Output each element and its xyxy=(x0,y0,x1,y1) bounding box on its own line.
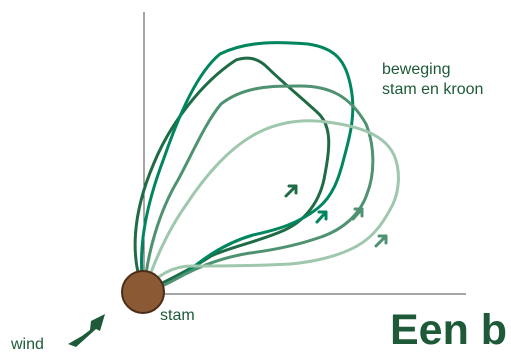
motion-arrow-3 xyxy=(351,207,364,221)
crown-outline-3 xyxy=(142,84,375,294)
stem-circle xyxy=(121,270,165,314)
stem-label: stam xyxy=(160,307,195,324)
crown-outline-4 xyxy=(142,119,400,293)
crown-outline-2 xyxy=(140,41,355,294)
motion-arrow-2 xyxy=(315,210,328,224)
motion-label-line-1: beweging xyxy=(382,61,451,78)
title-fragment: Een b xyxy=(390,306,508,354)
motion-label-line-2: stam en kroon xyxy=(382,81,484,98)
motion-arrow-1 xyxy=(284,184,298,198)
crown-outline-1 xyxy=(133,56,331,295)
wind-arrow-icon xyxy=(68,314,105,347)
motion-arrow-4 xyxy=(374,234,388,248)
wind-label: wind xyxy=(11,336,44,353)
